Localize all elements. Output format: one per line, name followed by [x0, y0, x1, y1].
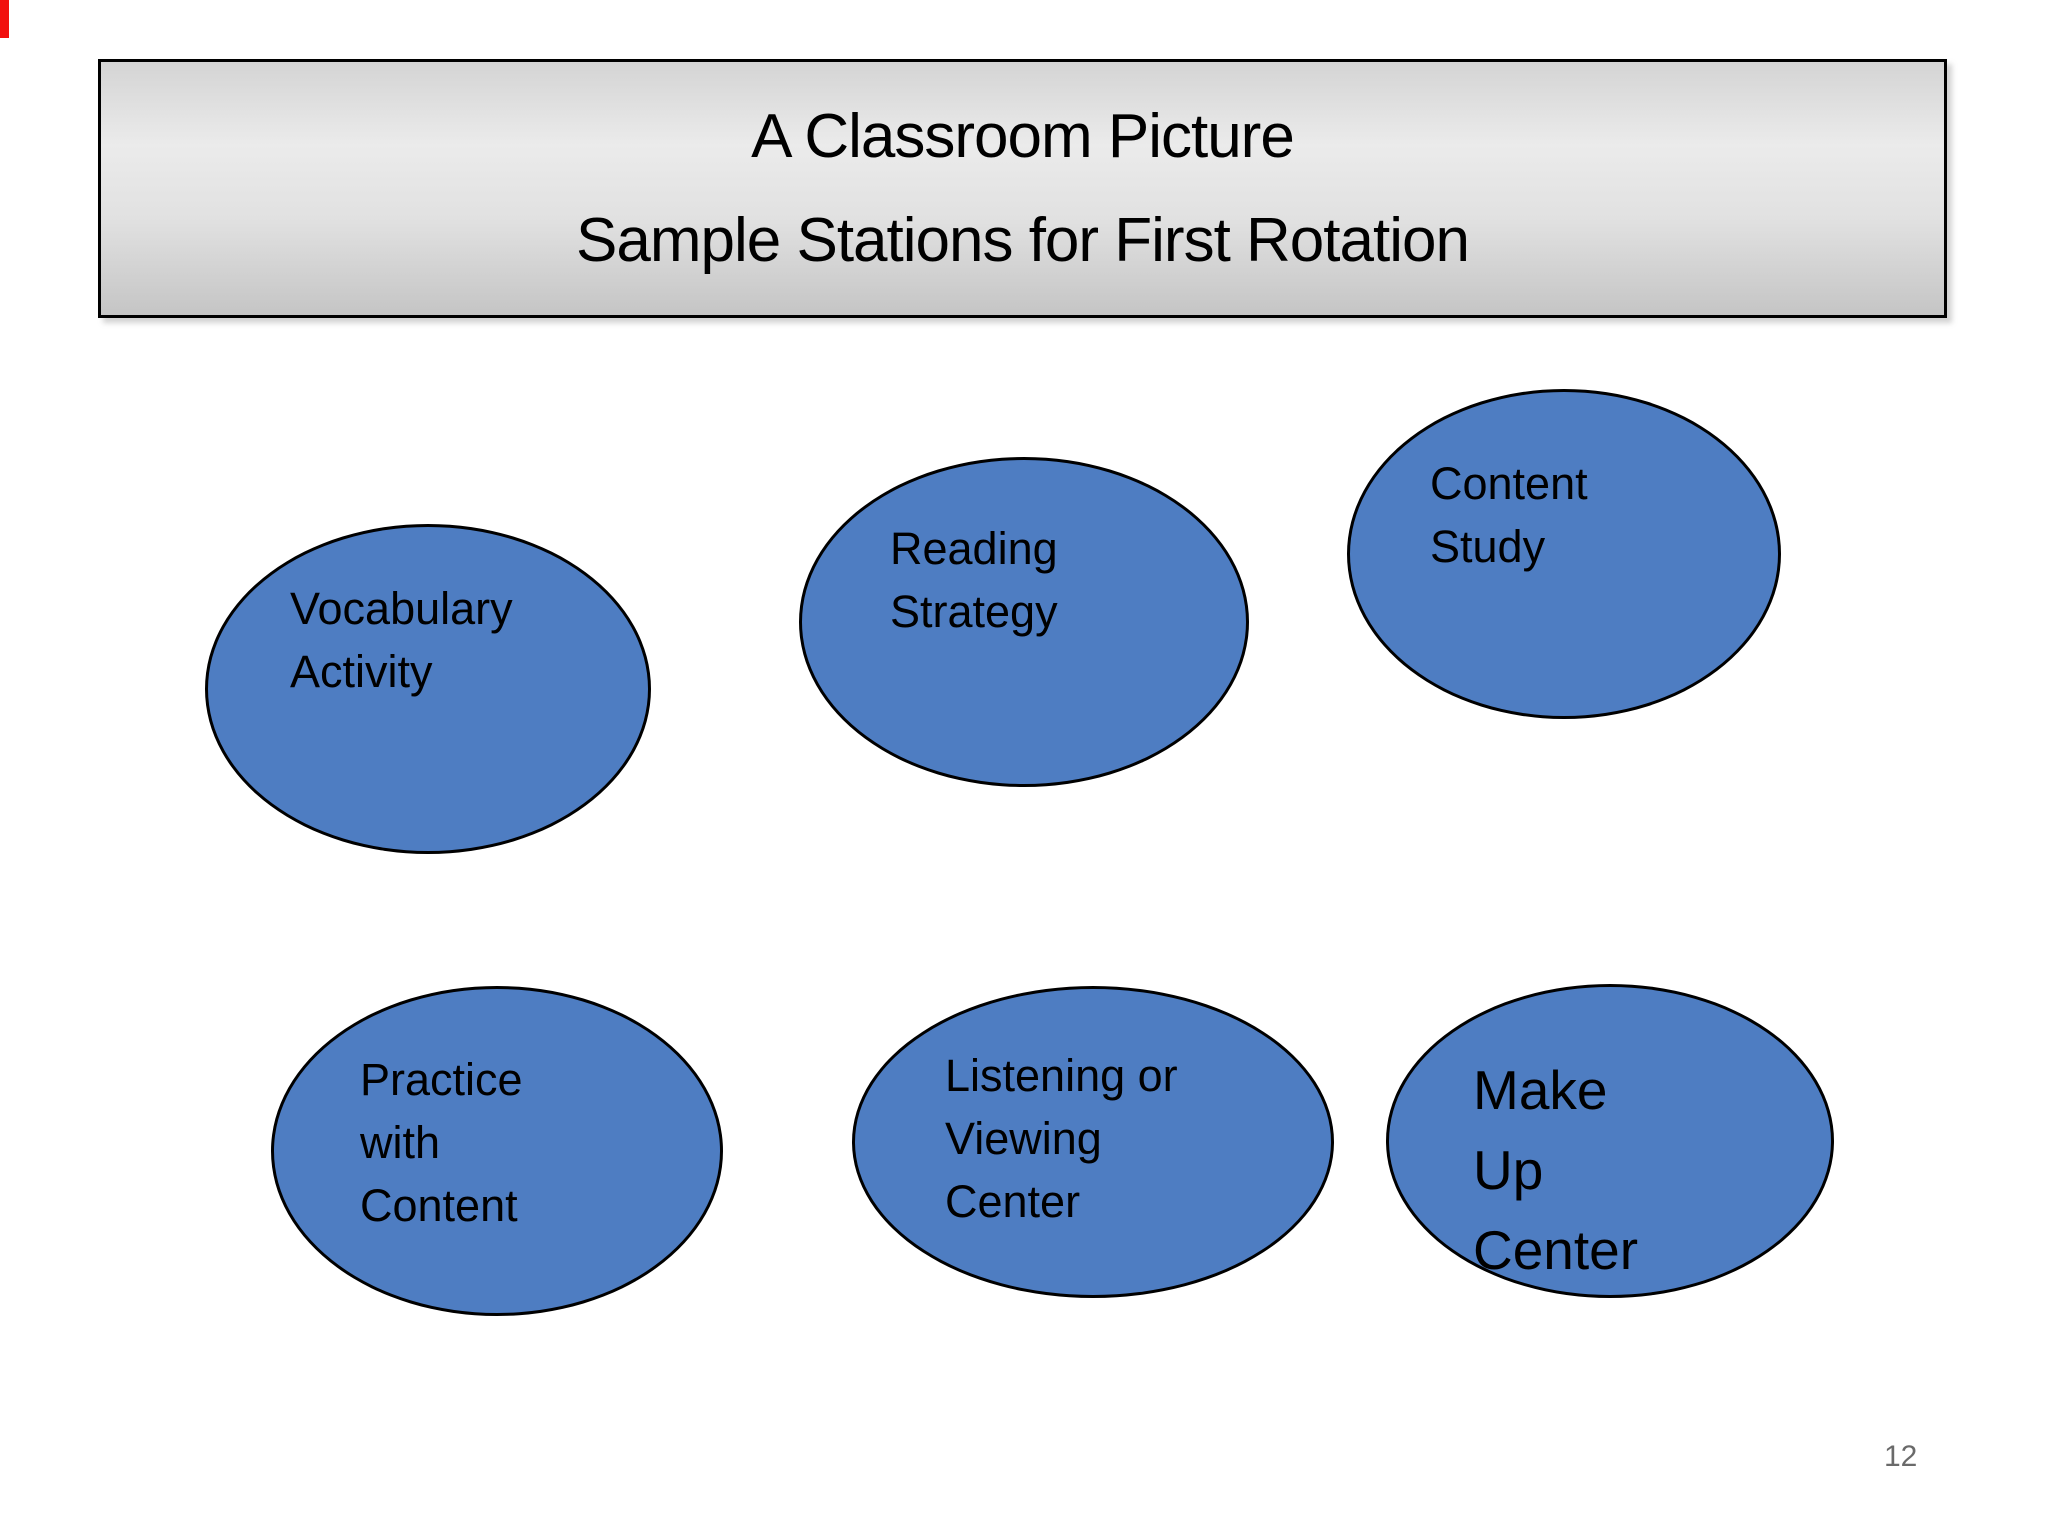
station-label-line: Center [1473, 1219, 1639, 1281]
station-label-line: with [360, 1117, 441, 1168]
station-label-vocabulary-activity: Vocabulary Activity [290, 577, 513, 703]
station-ellipse-listening-or-viewing-center [852, 986, 1334, 1298]
station-label-practice-with-content: Practice with Content [360, 1048, 523, 1237]
slide-title-box: A Classroom Picture Sample Stations for … [98, 59, 1947, 318]
page-number: 12 [1884, 1440, 1918, 1473]
station-label-content-study: Content Study [1430, 452, 1588, 578]
station-ellipse-content-study [1347, 389, 1781, 719]
station-label-line: Activity [290, 646, 433, 697]
station-label-line: Make [1473, 1059, 1608, 1121]
station-ellipse-make-up-center [1386, 984, 1834, 1298]
title-line-1: A Classroom Picture [751, 101, 1295, 171]
red-artifact-mark [0, 0, 9, 38]
station-label-line: Practice [360, 1054, 523, 1105]
station-label-line: Vocabulary [290, 583, 513, 634]
station-label-line: Up [1473, 1139, 1544, 1201]
station-label-line: Center [945, 1176, 1081, 1227]
station-label-make-up-center: Make Up Center [1473, 1050, 1638, 1290]
station-label-line: Strategy [890, 586, 1058, 637]
station-ellipse-practice-with-content [271, 986, 723, 1316]
station-ellipse-vocabulary-activity [205, 524, 651, 854]
station-label-reading-strategy: Reading Strategy [890, 517, 1058, 643]
station-ellipse-reading-strategy [799, 457, 1249, 787]
station-label-line: Content [1430, 458, 1588, 509]
title-line-2: Sample Stations for First Rotation [576, 205, 1470, 275]
station-label-listening-or-viewing-center: Listening or Viewing Center [945, 1044, 1178, 1233]
station-label-line: Listening or [945, 1050, 1178, 1101]
station-label-line: Content [360, 1180, 518, 1231]
station-label-line: Reading [890, 523, 1058, 574]
station-label-line: Study [1430, 521, 1546, 572]
station-label-line: Viewing [945, 1113, 1102, 1164]
